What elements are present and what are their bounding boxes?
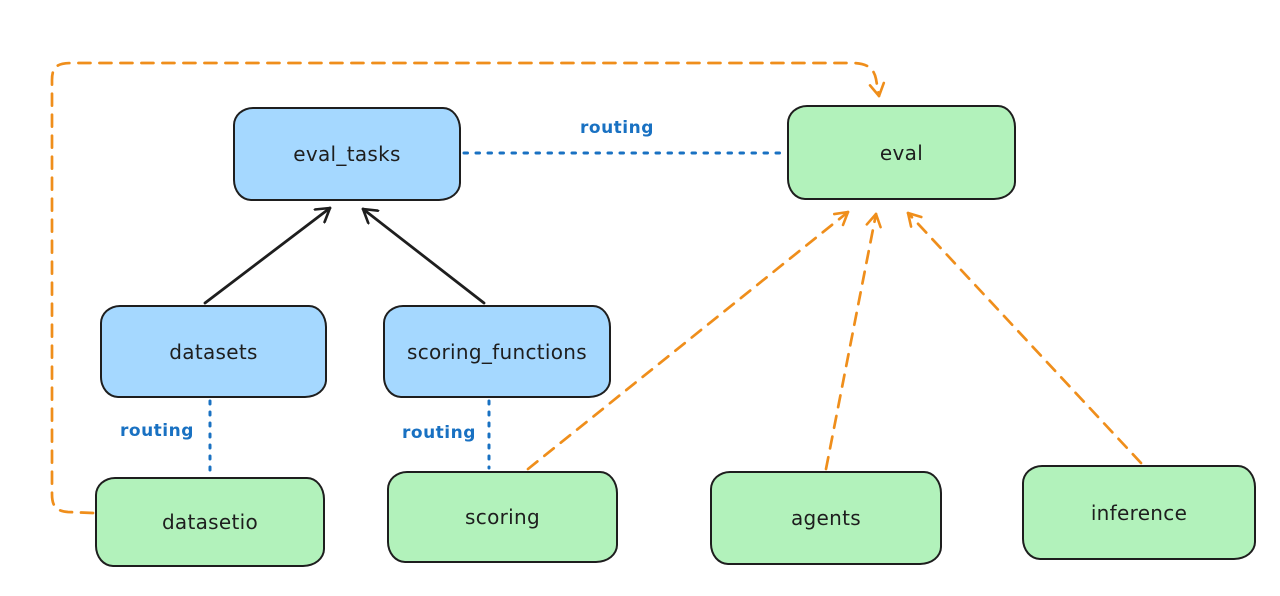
node-eval: eval <box>787 105 1016 200</box>
node-inference: inference <box>1022 465 1256 560</box>
node-inference-label: inference <box>1090 500 1188 525</box>
edge-label-routing-scoring-functions-scoring: routing <box>402 423 476 443</box>
node-eval-tasks: eval_tasks <box>233 107 461 201</box>
edge-datasetio-to-eval <box>50 61 886 515</box>
node-scoring-functions-label: scoring_functions <box>406 339 588 364</box>
edge-label-routing-datasets-datasetio: routing <box>120 421 194 441</box>
node-eval-tasks-label: eval_tasks <box>293 142 401 166</box>
node-datasetio-label: datasetio <box>161 510 259 534</box>
node-datasets-label: datasets <box>169 339 258 364</box>
node-datasetio: datasetio <box>95 477 325 567</box>
node-scoring-label: scoring <box>465 505 540 529</box>
edge-scoring-to-eval <box>526 210 850 471</box>
node-agents: agents <box>710 471 942 565</box>
node-scoring-functions: scoring_functions <box>383 305 611 398</box>
edge-inference-to-eval <box>906 211 1143 465</box>
node-eval-label: eval <box>879 140 924 165</box>
node-datasets: datasets <box>100 305 327 398</box>
edge-label-routing-eval-tasks-eval: routing <box>580 118 654 138</box>
node-agents-label: agents <box>791 506 861 530</box>
edge-datasets-to-eval-tasks <box>203 206 332 305</box>
node-scoring: scoring <box>387 471 618 563</box>
edge-scoring-functions-to-eval-tasks <box>361 207 486 305</box>
edge-agents-to-eval <box>824 212 882 471</box>
